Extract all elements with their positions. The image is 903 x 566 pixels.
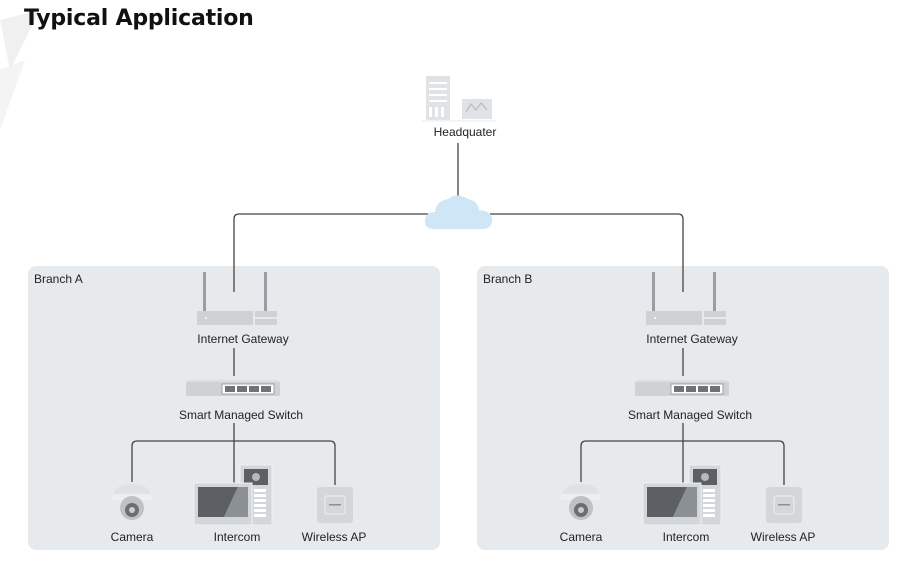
branch-b-wireless-ap-label: Wireless AP [750, 530, 816, 544]
building-icon [422, 76, 496, 122]
intercom-icon [642, 464, 722, 526]
camera-icon [561, 484, 601, 520]
cloud-branch-a-link [233, 213, 428, 292]
branch-a-camera-label: Camera [110, 530, 154, 544]
branch-a-wireless-ap-label: Wireless AP [301, 530, 367, 544]
internet-gateway-icon [197, 272, 277, 325]
branch-b-label: Branch B [483, 272, 533, 286]
cloud-branch-b-link [490, 213, 684, 292]
camera-icon [112, 484, 152, 520]
branch-a-intercom-label: Intercom [213, 530, 261, 544]
internet-gateway-icon [646, 272, 726, 325]
cloud-icon [424, 195, 492, 229]
smart-switch-icon [635, 380, 729, 396]
wireless-ap-icon [317, 487, 353, 523]
decorative-watermark [0, 10, 40, 130]
branch-a-device-bus [131, 440, 336, 485]
branch-a-label: Branch A [34, 272, 83, 286]
intercom-icon [193, 464, 273, 526]
branch-a-gateway-label: Internet Gateway [197, 332, 289, 346]
branch-b-switch-label: Smart Managed Switch [627, 408, 753, 422]
branch-b-device-bus [580, 440, 785, 485]
branch-b-gateway-label: Internet Gateway [646, 332, 738, 346]
wireless-ap-icon [766, 487, 802, 523]
branch-b-camera-label: Camera [559, 530, 603, 544]
headquarter-label: Headquater [433, 125, 497, 139]
page-title: Typical Application [24, 6, 254, 31]
branch-b-intercom-label: Intercom [662, 530, 710, 544]
branch-a-switch-label: Smart Managed Switch [178, 408, 304, 422]
smart-switch-icon [186, 380, 280, 396]
